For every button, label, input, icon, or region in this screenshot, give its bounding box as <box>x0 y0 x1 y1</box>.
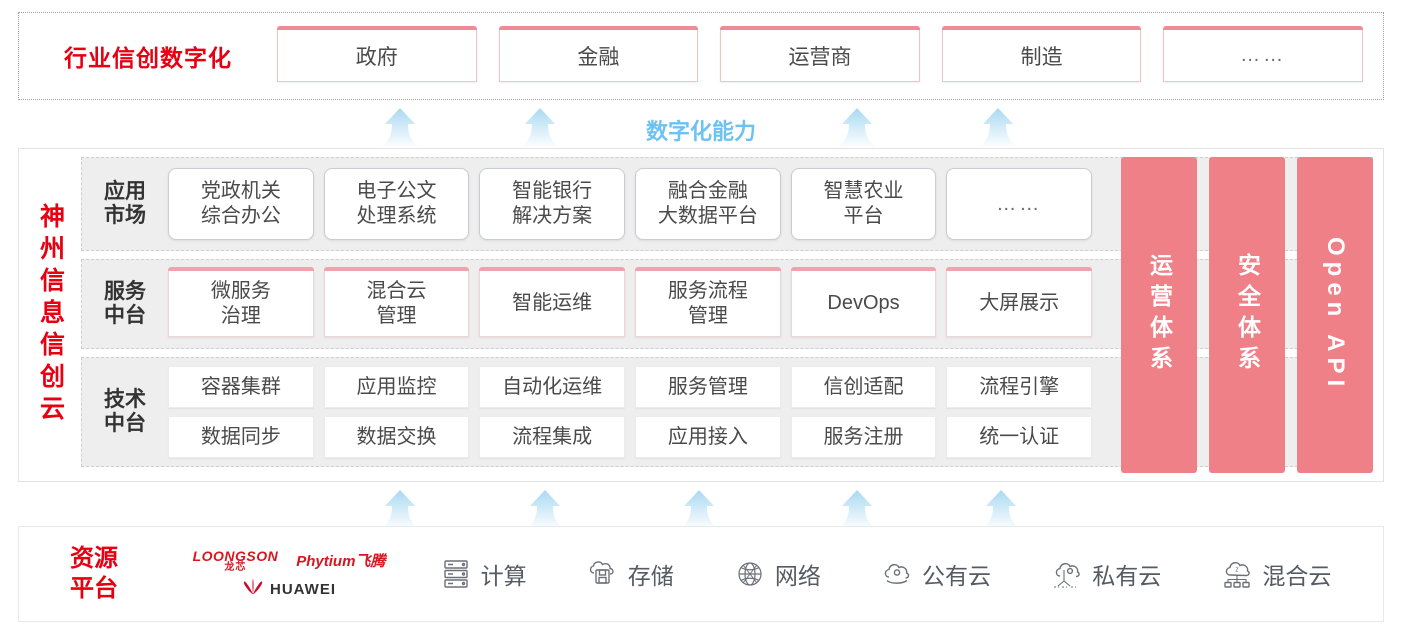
capability-label: 数字化能力 <box>645 119 756 144</box>
tech-card-xinchuang-adaptation[interactable]: 信创适配 <box>790 366 937 408</box>
app-card-more[interactable]: …… <box>946 168 1093 240</box>
up-arrow-icon <box>522 490 568 530</box>
up-arrow-icon <box>975 108 1021 148</box>
technical-card-row-1: 容器集群 应用监控 自动化运维 服务管理 信创适配 流程引擎 <box>168 366 1093 408</box>
industry-card-manufacturing[interactable]: 制造 <box>941 26 1142 82</box>
resource-item-list: 计算 存储 <box>409 557 1383 591</box>
vendor-logo-group: LOONGSON 龙芯 Phytium飞腾 <box>169 549 409 600</box>
huawei-logo: HUAWEI <box>242 578 336 600</box>
up-arrow-icon <box>834 108 880 148</box>
resource-item-hybrid-cloud[interactable]: z 混合云 <box>1220 557 1331 591</box>
resource-item-storage[interactable]: 存储 <box>586 557 674 591</box>
platform-pillars: 运营体系 安全体系 Open API <box>1121 157 1373 473</box>
tech-card-app-access[interactable]: 应用接入 <box>635 416 781 458</box>
resource-item-label: 公有云 <box>922 563 992 589</box>
technical-card-grid: 容器集群 应用监控 自动化运维 服务管理 信创适配 流程引擎 数据同步 数据交换… <box>168 366 1372 458</box>
loongson-logo: LOONGSON 龙芯 <box>192 547 279 573</box>
resource-item-label: 计算 <box>480 563 527 589</box>
resource-arrow-strip <box>0 486 1402 530</box>
industry-band-title: 行业信创数字化 <box>64 45 232 71</box>
capability-arrow-strip: 数字化能力 <box>0 104 1402 148</box>
svg-text:z: z <box>1236 567 1240 574</box>
row-label-application-market: 应用 市场 <box>104 179 146 227</box>
up-arrow-icon <box>517 108 563 148</box>
network-icon <box>733 557 767 591</box>
svc-card-smart-ops[interactable]: 智能运维 <box>479 267 626 337</box>
svc-card-devops[interactable]: DevOps <box>790 267 937 337</box>
industry-card-government[interactable]: 政府 <box>277 26 477 82</box>
resource-item-label: 网络 <box>774 563 821 589</box>
svc-card-hybrid-cloud-mgmt[interactable]: 混合云 管理 <box>323 267 470 337</box>
resource-item-label: 存储 <box>627 563 674 589</box>
tech-card-data-sync[interactable]: 数据同步 <box>168 416 314 458</box>
industry-band: 行业信创数字化 政府 金融 运营商 制造 …… <box>18 12 1384 100</box>
up-arrow-icon <box>676 490 722 530</box>
resource-item-public-cloud[interactable]: 公有云 <box>880 557 991 591</box>
platform-title: 神州信息信创云 <box>19 149 81 481</box>
resource-item-compute[interactable]: 计算 <box>439 557 527 591</box>
row-label-technical-platform: 技术 中台 <box>104 387 146 435</box>
resource-item-label: 混合云 <box>1262 563 1332 589</box>
row-label-service-platform: 服务 中台 <box>104 279 146 327</box>
app-card-smart-agriculture[interactable]: 智慧农业 平台 <box>790 168 937 240</box>
server-icon <box>439 557 473 591</box>
pillar-operations-system[interactable]: 运营体系 <box>1121 157 1197 473</box>
vendor-logo-row-2: HUAWEI <box>242 578 336 600</box>
tech-card-service-registry[interactable]: 服务注册 <box>790 416 937 458</box>
pillar-security-system[interactable]: 安全体系 <box>1209 157 1285 473</box>
app-card-edoc-system[interactable]: 电子公文 处理系统 <box>323 168 470 240</box>
tech-card-data-exchange[interactable]: 数据交换 <box>323 416 470 458</box>
huawei-flower-icon <box>242 578 264 600</box>
technical-card-row-2: 数据同步 数据交换 流程集成 应用接入 服务注册 统一认证 <box>168 416 1093 458</box>
app-card-smart-bank[interactable]: 智能银行 解决方案 <box>479 168 626 240</box>
resource-item-network[interactable]: 网络 <box>733 557 821 591</box>
platform-section: 神州信息信创云 应用 市场 党政机关 综合办公 <box>18 148 1384 482</box>
app-card-finance-bigdata[interactable]: 融合金融 大数据平台 <box>635 168 781 240</box>
pillar-open-api[interactable]: Open API <box>1297 157 1373 473</box>
app-card-gov-office[interactable]: 党政机关 综合办公 <box>168 168 314 240</box>
platform-body: 应用 市场 党政机关 综合办公 电子公文 处理系统 <box>81 149 1383 481</box>
tech-card-container-cluster[interactable]: 容器集群 <box>168 366 314 408</box>
up-arrow-icon <box>377 108 423 148</box>
industry-card-finance[interactable]: 金融 <box>498 26 699 82</box>
svc-card-microservice-governance[interactable]: 微服务 治理 <box>168 267 314 337</box>
svc-card-big-screen-display[interactable]: 大屏展示 <box>946 267 1093 337</box>
industry-card-list: 政府 金融 运营商 制造 …… <box>277 26 1383 82</box>
vendor-logo-row-1: LOONGSON 龙芯 Phytium飞腾 <box>193 549 386 573</box>
up-arrow-icon <box>834 490 880 530</box>
service-card-list: 微服务 治理 混合云 管理 智能运维 <box>168 267 1372 337</box>
resource-item-label: 私有云 <box>1092 563 1162 589</box>
industry-card-more[interactable]: …… <box>1163 26 1363 82</box>
application-card-list: 党政机关 综合办公 电子公文 处理系统 智能银行 解决方案 <box>168 168 1372 240</box>
tech-card-unified-auth[interactable]: 统一认证 <box>946 416 1093 458</box>
tech-card-process-integration[interactable]: 流程集成 <box>479 416 626 458</box>
cloud-storage-icon <box>586 557 620 591</box>
svc-card-service-process-mgmt[interactable]: 服务流程 管理 <box>635 267 781 337</box>
tech-card-app-monitoring[interactable]: 应用监控 <box>323 366 470 408</box>
resource-platform-section: 资源 平台 LOONGSON 龙芯 Phytium飞腾 <box>18 526 1384 622</box>
tech-card-automated-ops[interactable]: 自动化运维 <box>479 366 626 408</box>
tech-card-process-engine[interactable]: 流程引擎 <box>946 366 1093 408</box>
row-technical-platform: 技术 中台 容器集群 应用监控 自动化运维 服务管理 信创适配 流程引擎 数据同… <box>81 357 1373 467</box>
phytium-logo: Phytium飞腾 <box>296 553 386 570</box>
up-arrow-icon <box>978 490 1024 530</box>
up-arrow-icon <box>377 490 423 530</box>
resource-platform-title: 资源 平台 <box>70 545 118 602</box>
resource-item-private-cloud[interactable]: 私有云 <box>1050 557 1161 591</box>
public-cloud-icon <box>880 557 914 591</box>
tech-card-service-mgmt[interactable]: 服务管理 <box>635 366 781 408</box>
industry-card-operator[interactable]: 运营商 <box>720 26 920 82</box>
platform-title-text: 神州信息信创云 <box>36 203 65 427</box>
hybrid-cloud-icon: z <box>1220 557 1254 591</box>
private-cloud-icon <box>1050 557 1084 591</box>
